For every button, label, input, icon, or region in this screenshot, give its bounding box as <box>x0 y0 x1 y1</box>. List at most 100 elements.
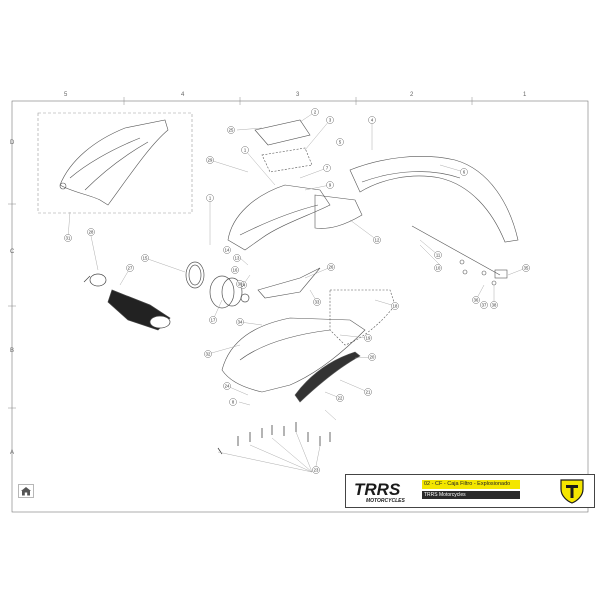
air-filter <box>83 273 171 331</box>
drawing-subtitle: TRRS Motorcycles <box>422 491 520 499</box>
home-button[interactable] <box>18 484 34 498</box>
callout-33 <box>313 298 321 306</box>
zone-label-side: A <box>10 450 15 456</box>
zone-label-top: 5 <box>64 92 68 98</box>
callout-label: 14 <box>241 283 246 288</box>
zone-label-top: 2 <box>410 92 414 98</box>
callout-label: 2 <box>314 110 317 115</box>
callout-29 <box>206 156 214 164</box>
screw-leaders <box>217 431 321 473</box>
brand-main: TRRS <box>354 480 401 499</box>
callout-label: 10 <box>436 266 441 271</box>
callout-15 <box>141 254 149 262</box>
airbox-body <box>221 289 396 393</box>
fender-hardware <box>411 225 508 286</box>
callouts <box>64 108 530 474</box>
callout-label: 21 <box>366 390 371 395</box>
inset-side-panel <box>59 119 169 206</box>
callout-3 <box>326 116 334 124</box>
inset-box <box>37 112 193 214</box>
callout-label: 3 <box>329 118 332 123</box>
home-icon <box>18 484 34 498</box>
callout-38 <box>490 301 498 309</box>
callout-label: 1 <box>244 148 247 153</box>
airbox-cover <box>227 184 363 251</box>
callout-label: 1 <box>209 196 212 201</box>
callout-label: 19 <box>366 336 371 341</box>
callout-label: 32 <box>206 352 211 357</box>
callout-37 <box>480 301 488 309</box>
title-block: TRRS MOTORCYCLES 02 - CF - Caja Filtro -… <box>345 474 595 508</box>
callout-18 <box>391 302 399 310</box>
callout-label: 29 <box>208 158 213 163</box>
zone-label-side: B <box>10 348 15 354</box>
drawing-frame <box>11 100 589 513</box>
callout-2 <box>311 108 319 116</box>
callout-21 <box>364 388 372 396</box>
zone-label-side: D <box>10 140 15 146</box>
callout-23 <box>312 466 320 474</box>
callout-label: 26 <box>329 265 334 270</box>
callout-label: 14 <box>225 248 230 253</box>
leader-lines <box>67 111 527 421</box>
callout-28 <box>87 228 95 236</box>
callout-label: 23 <box>314 468 319 473</box>
callout-label: 30 <box>238 282 243 287</box>
callout-10 <box>434 264 442 272</box>
side-panel <box>294 351 361 403</box>
callout-1b <box>206 194 214 202</box>
callout-9 <box>326 181 334 189</box>
rear-fender <box>349 156 519 243</box>
zone-label-top: 4 <box>181 92 185 98</box>
callout-label: 18 <box>393 304 398 309</box>
callout-12 <box>373 236 381 244</box>
callout-30 <box>236 280 244 288</box>
callout-4 <box>368 116 376 124</box>
callout-7 <box>323 164 331 172</box>
callout-34 <box>236 318 244 326</box>
callout-1 <box>241 146 249 154</box>
callout-25 <box>227 126 235 134</box>
callout-31 <box>64 234 72 242</box>
callout-13 <box>233 254 241 262</box>
callout-label: 8 <box>232 400 235 405</box>
callout-20 <box>368 353 376 361</box>
bracket <box>257 267 321 299</box>
callout-32 <box>204 350 212 358</box>
callout-label: 36 <box>474 298 479 303</box>
callout-label: 16 <box>233 268 238 273</box>
callout-label: 20 <box>370 355 375 360</box>
callout-11 <box>434 251 442 259</box>
callout-label: 11 <box>436 253 441 258</box>
t-shield-icon <box>560 479 584 504</box>
callout-label: 24 <box>225 384 230 389</box>
callout-5 <box>336 138 344 146</box>
callout-label: 33 <box>315 300 320 305</box>
callout-24 <box>223 382 231 390</box>
callout-label: 35 <box>524 266 529 271</box>
callout-label: 38 <box>492 303 497 308</box>
screws <box>217 422 331 455</box>
callout-label: 31 <box>66 236 71 241</box>
callout-label: 6 <box>463 170 466 175</box>
callout-26 <box>327 263 335 271</box>
callout-27 <box>126 264 134 272</box>
callout-22 <box>336 394 344 402</box>
zone-label-top: 3 <box>296 92 300 98</box>
callout-8 <box>229 398 237 406</box>
callout-16 <box>231 266 239 274</box>
callout-label: 9 <box>329 183 332 188</box>
callout-label: 27 <box>128 266 133 271</box>
callout-label: 17 <box>211 318 216 323</box>
callout-label: 28 <box>89 230 94 235</box>
filter-cage <box>185 261 250 309</box>
callout-label: 5 <box>339 140 342 145</box>
callout-17 <box>209 316 217 324</box>
zone-label-side: C <box>10 249 15 255</box>
callout-label: 37 <box>482 303 487 308</box>
callout-label: 13 <box>235 256 240 261</box>
drawing-title: 02 - CF - Caja Filtro - Explosionado <box>422 480 520 489</box>
callout-labels: 1 1 2 3 4 5 6 7 8 9 10 11 12 13 14 14 15… <box>66 110 529 473</box>
callout-label: 34 <box>238 320 243 325</box>
